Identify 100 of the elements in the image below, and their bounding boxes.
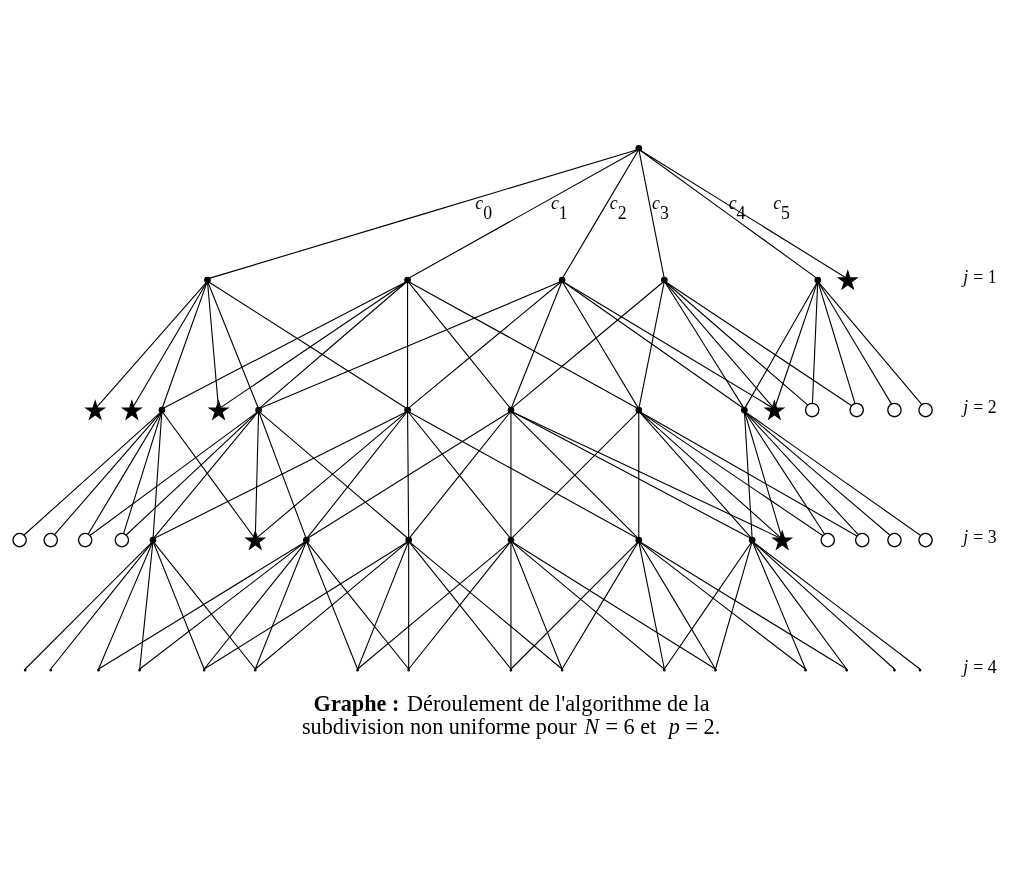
connector: [511, 281, 562, 408]
connector: [817, 281, 856, 404]
node-dot: [741, 406, 748, 413]
connector: [745, 411, 891, 536]
node-cross: [120, 398, 143, 420]
node-dot: [255, 406, 262, 413]
connector: [510, 411, 512, 538]
node-point: [560, 668, 564, 672]
connector: [638, 281, 665, 408]
connector: [306, 542, 359, 670]
node-circle: [43, 532, 59, 547]
connector: [639, 542, 716, 670]
node-circle: [114, 532, 130, 547]
node-cross: [244, 528, 267, 550]
connector: [87, 411, 162, 534]
node-circle: [918, 402, 933, 417]
connector: [258, 411, 307, 538]
connector: [408, 281, 511, 408]
node-dot: [661, 276, 668, 283]
node-point: [663, 668, 666, 672]
node-dot: [204, 276, 211, 283]
node-point: [893, 668, 896, 672]
connector: [638, 542, 665, 670]
connector: [745, 411, 922, 536]
connector: [639, 411, 781, 538]
node-dot: [635, 406, 643, 413]
connector: [752, 542, 807, 670]
connector: [665, 281, 773, 407]
connector: [744, 411, 782, 535]
connector: [133, 281, 207, 406]
connector: [254, 541, 408, 670]
connector: [409, 149, 638, 278]
node-circle: [77, 532, 93, 547]
node-point: [845, 668, 848, 672]
node-circle: [887, 532, 902, 547]
connector: [357, 542, 409, 670]
caption: Graphe : Déroulement de l'algorithme de la subdivision non uniforme pour N = 6 et p = 2.: [301, 690, 721, 739]
connector: [775, 281, 818, 405]
connector: [752, 542, 848, 670]
node-cross: [763, 398, 786, 420]
connector: [511, 281, 664, 408]
connector: [407, 281, 409, 408]
connector: [254, 411, 260, 532]
node-cross: [771, 528, 794, 550]
connector: [96, 281, 207, 407]
node-point: [804, 668, 807, 672]
connector: [207, 281, 259, 408]
connector: [753, 541, 895, 670]
connector: [811, 281, 819, 404]
node-cross: [84, 398, 107, 420]
connector: [24, 541, 153, 670]
connector: [640, 541, 848, 670]
connector: [640, 411, 858, 536]
node-dot: [303, 536, 310, 543]
connector: [23, 411, 161, 536]
node-dot: [158, 406, 166, 413]
connector: [154, 411, 407, 539]
node-dot: [404, 276, 411, 283]
node-point: [253, 668, 257, 672]
connector: [260, 281, 561, 409]
connector: [98, 542, 153, 670]
connector: [50, 542, 153, 670]
connector: [664, 281, 744, 408]
connector: [745, 411, 859, 535]
node-dot: [635, 144, 643, 152]
connector: [89, 411, 258, 536]
node-circle: [12, 532, 27, 547]
label: j = 3: [963, 526, 997, 547]
label: j = 1: [963, 266, 997, 287]
connector: [259, 281, 407, 408]
node-point: [918, 668, 922, 672]
connector: [152, 411, 163, 538]
node-circle: [820, 532, 836, 547]
node-circle: [804, 402, 820, 417]
label: j = 2: [963, 396, 997, 417]
node-dot: [635, 536, 643, 543]
connector: [638, 150, 665, 277]
connector: [254, 542, 307, 670]
connector: [639, 411, 752, 538]
node-dot: [149, 536, 157, 543]
connector: [562, 281, 639, 408]
node-dot: [748, 536, 756, 543]
connector: [162, 281, 208, 408]
connector: [163, 281, 406, 408]
node-dot: [507, 406, 515, 413]
node-point: [97, 668, 100, 672]
node-point: [509, 668, 513, 672]
connector: [307, 411, 407, 538]
node-point: [356, 668, 359, 672]
connector: [640, 411, 824, 536]
connector: [139, 542, 154, 670]
node-point: [407, 668, 411, 672]
label: j = 4: [963, 656, 997, 677]
node-circle: [854, 532, 870, 547]
connector: [638, 411, 640, 538]
connector: [640, 541, 806, 670]
connector: [818, 281, 892, 404]
connector: [818, 281, 923, 405]
connector: [562, 150, 639, 278]
connector: [307, 411, 510, 538]
